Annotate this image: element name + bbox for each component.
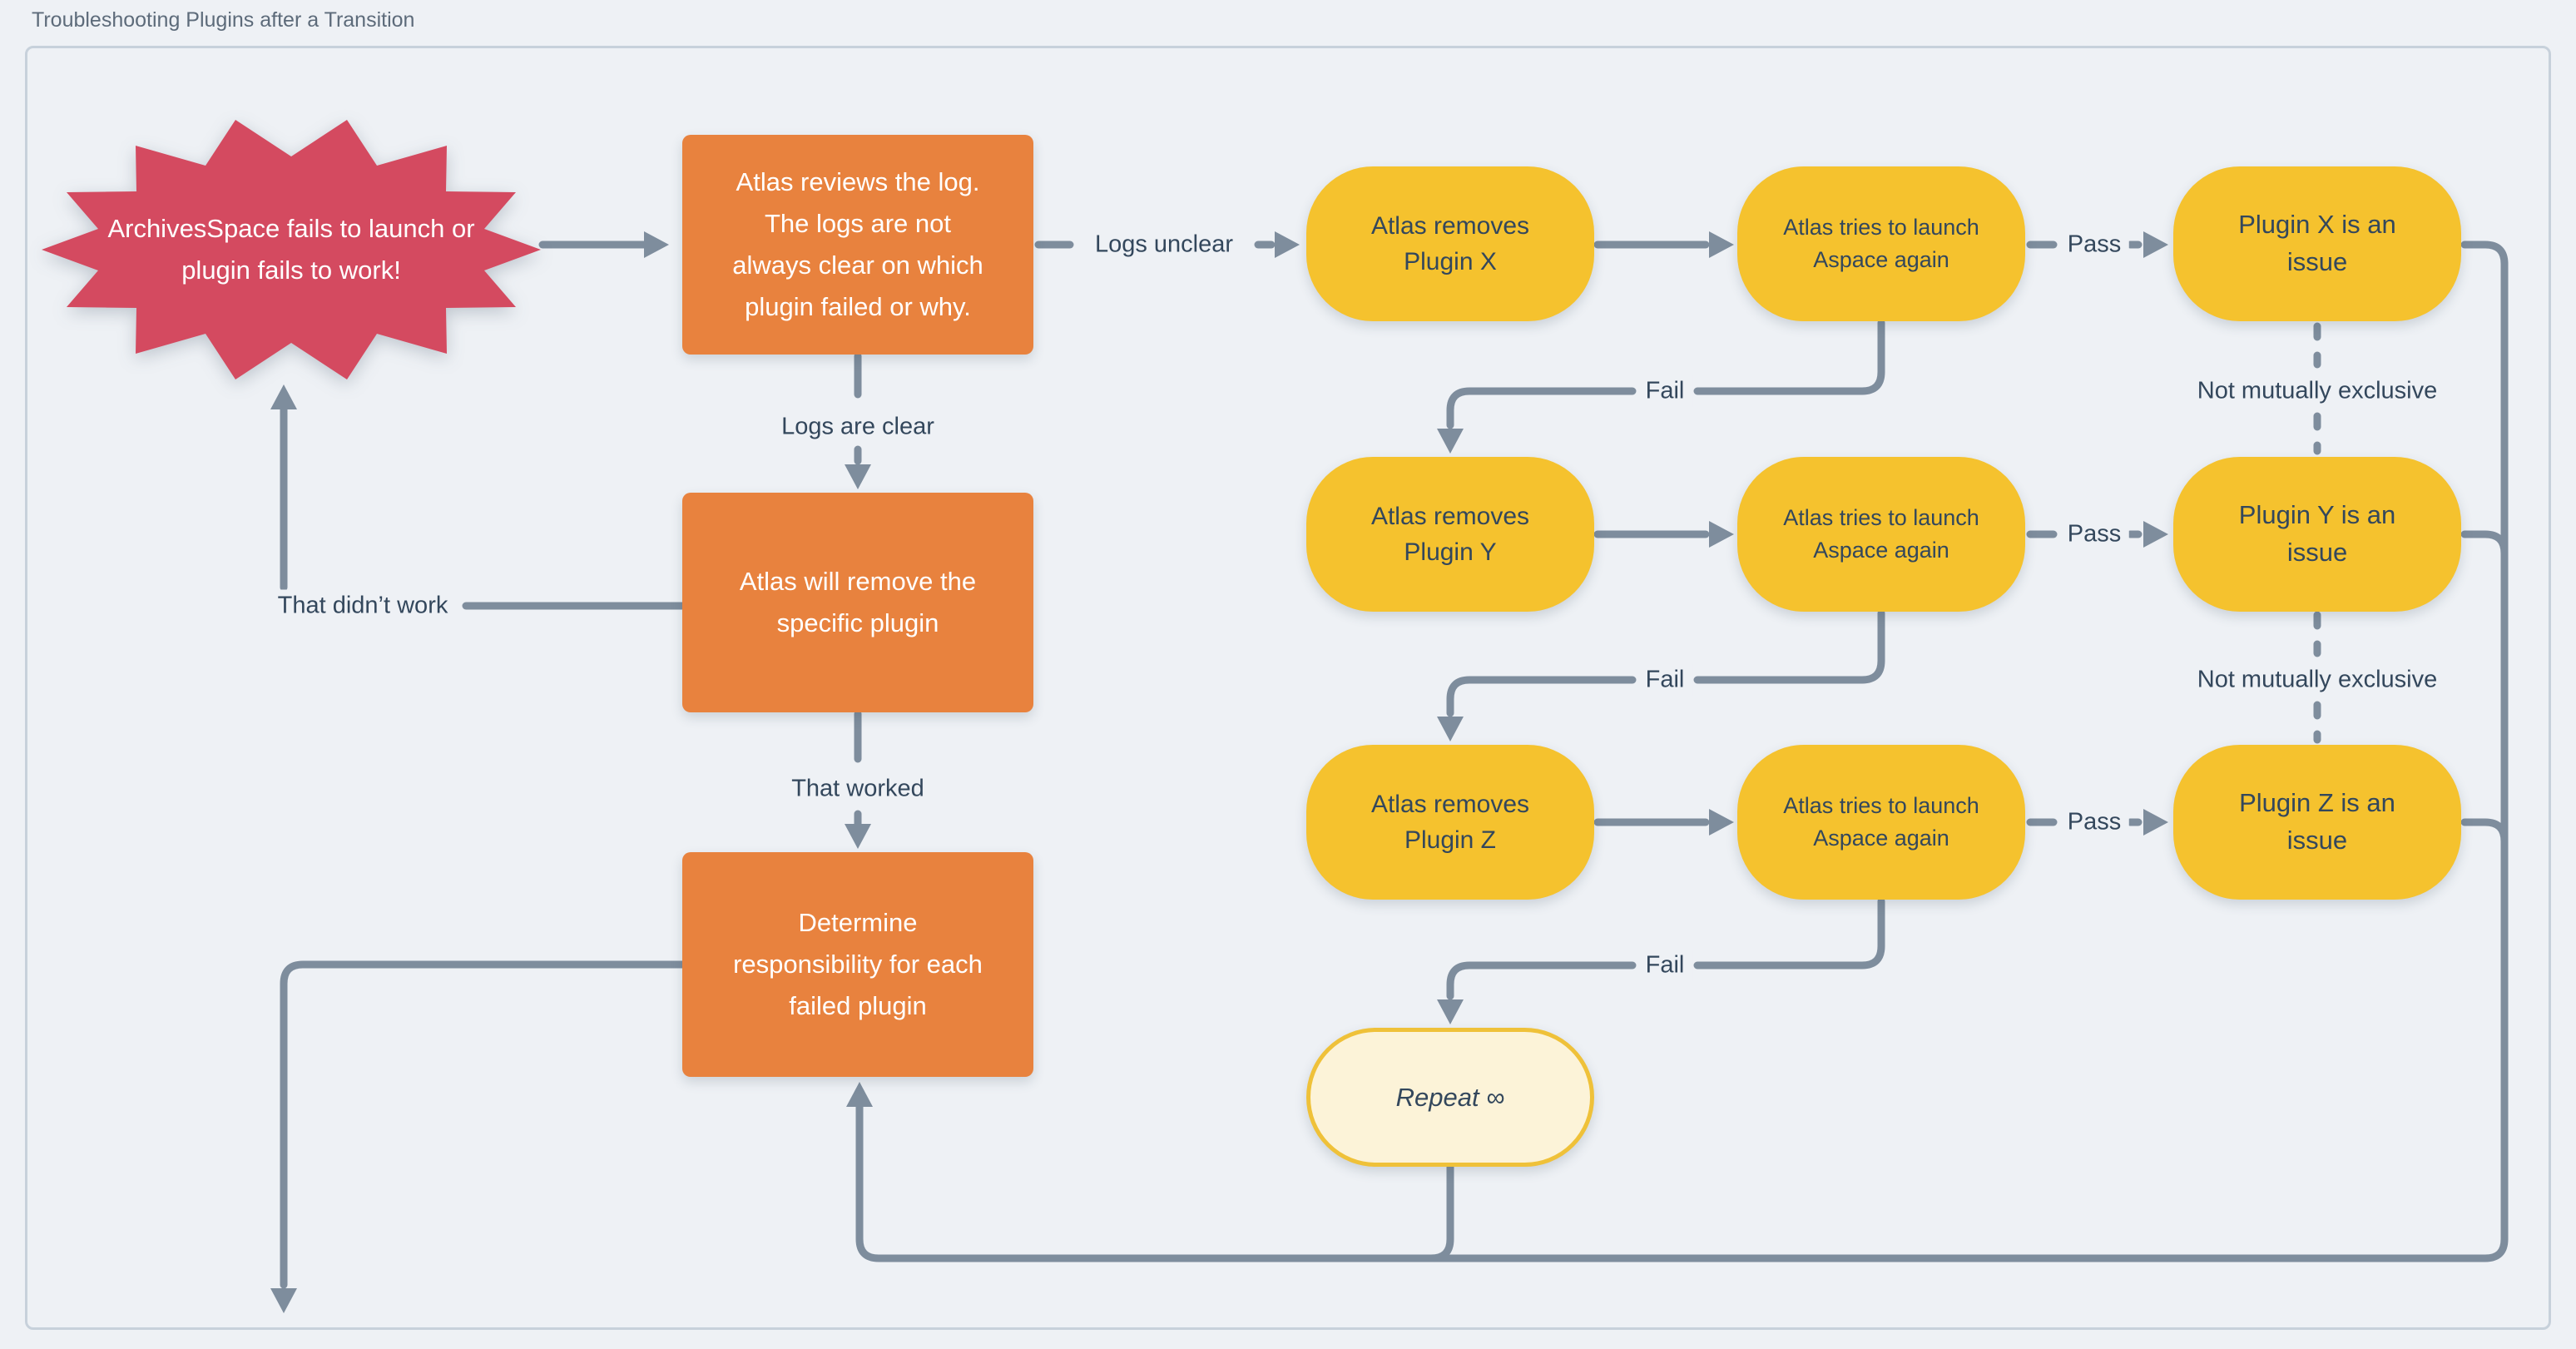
arrowhead [2143,521,2168,548]
review-log-box[interactable]: Atlas reviews the log. The logs are not … [682,135,1033,355]
plugin-y-issue-node[interactable]: Plugin Y is an issue [2173,457,2461,612]
edge-determine-continue [280,960,686,1289]
plugin-z-issue-node[interactable]: Plugin Z is an issue [2173,745,2461,900]
edge-label-not-mutually-exclusive-2: Not mutually exclusive [2188,663,2446,697]
edge-fail-1 [1693,319,1885,395]
determine-responsibility-box[interactable]: Determine responsibility for each failed… [682,852,1033,1077]
arrowhead [1275,231,1300,258]
arrowhead [846,1082,873,1107]
arrowhead [1709,521,1734,548]
edge-label-that-worked: That worked [783,772,933,806]
repeat-node[interactable]: Repeat ∞ [1306,1028,1594,1167]
arrowhead [2143,809,2168,836]
edge-fail-2 [1693,609,1885,684]
plugin-x-issue-node[interactable]: Plugin X is an issue [2173,166,2461,321]
edge-label-that-didnt-work: That didn’t work [269,589,457,622]
try-launch-node-3[interactable]: Atlas tries to launch Aspace again [1737,745,2025,900]
arrowhead [644,231,669,258]
edge-issuez-to-trunk [2460,818,2509,846]
page-title: Troubleshooting Plugins after a Transiti… [32,8,415,32]
edge-repeat-to-bottom [1427,1163,1454,1262]
edge-label-fail-1: Fail [1637,374,1693,408]
arrowhead [270,384,297,409]
edge-label-pass-2: Pass [2058,518,2130,551]
edge-label-not-mutually-exclusive-1: Not mutually exclusive [2188,374,2446,408]
edge-label-pass-1: Pass [2058,228,2130,261]
remove-plugin-z-node[interactable]: Atlas removes Plugin Z [1306,745,1594,900]
remove-specific-plugin-box[interactable]: Atlas will remove the specific plugin [682,493,1033,712]
edge-label-fail-2: Fail [1637,663,1693,697]
edge-label-logs-unclear: Logs unclear [1086,228,1242,261]
arrowhead [1437,999,1464,1024]
remove-plugin-y-node[interactable]: Atlas removes Plugin Y [1306,457,1594,612]
edge-label-logs-clear: Logs are clear [773,410,943,444]
arrowhead [1437,429,1464,454]
arrowhead [1709,809,1734,836]
arrowhead [845,824,871,849]
try-launch-node-2[interactable]: Atlas tries to launch Aspace again [1737,457,2025,612]
edge-fail-3 [1693,897,1885,970]
edge-trunk-to-determine [855,260,2509,1262]
edge-issuey-to-trunk [2460,530,2509,558]
start-burst-node[interactable]: ArchivesSpace fails to launch or plugin … [42,117,541,383]
edge-issuex-to-trunk [2460,241,2509,268]
remove-plugin-x-node[interactable]: Atlas removes Plugin X [1306,166,1594,321]
edge-fail-2 [1446,676,1637,717]
edge-label-fail-3: Fail [1637,949,1693,982]
arrowhead [1709,231,1734,258]
arrowhead [845,464,871,489]
starburst-shape [42,120,541,379]
edge-label-pass-3: Pass [2058,806,2130,839]
arrowhead [1437,717,1464,741]
diagram-frame [25,46,2551,1330]
edge-fail-1 [1446,387,1637,429]
edge-fail-3 [1446,961,1637,1000]
arrowhead [2143,231,2168,258]
try-launch-node-1[interactable]: Atlas tries to launch Aspace again [1737,166,2025,321]
arrowhead [270,1288,297,1313]
start-node-label: ArchivesSpace fails to launch or plugin … [107,214,475,285]
